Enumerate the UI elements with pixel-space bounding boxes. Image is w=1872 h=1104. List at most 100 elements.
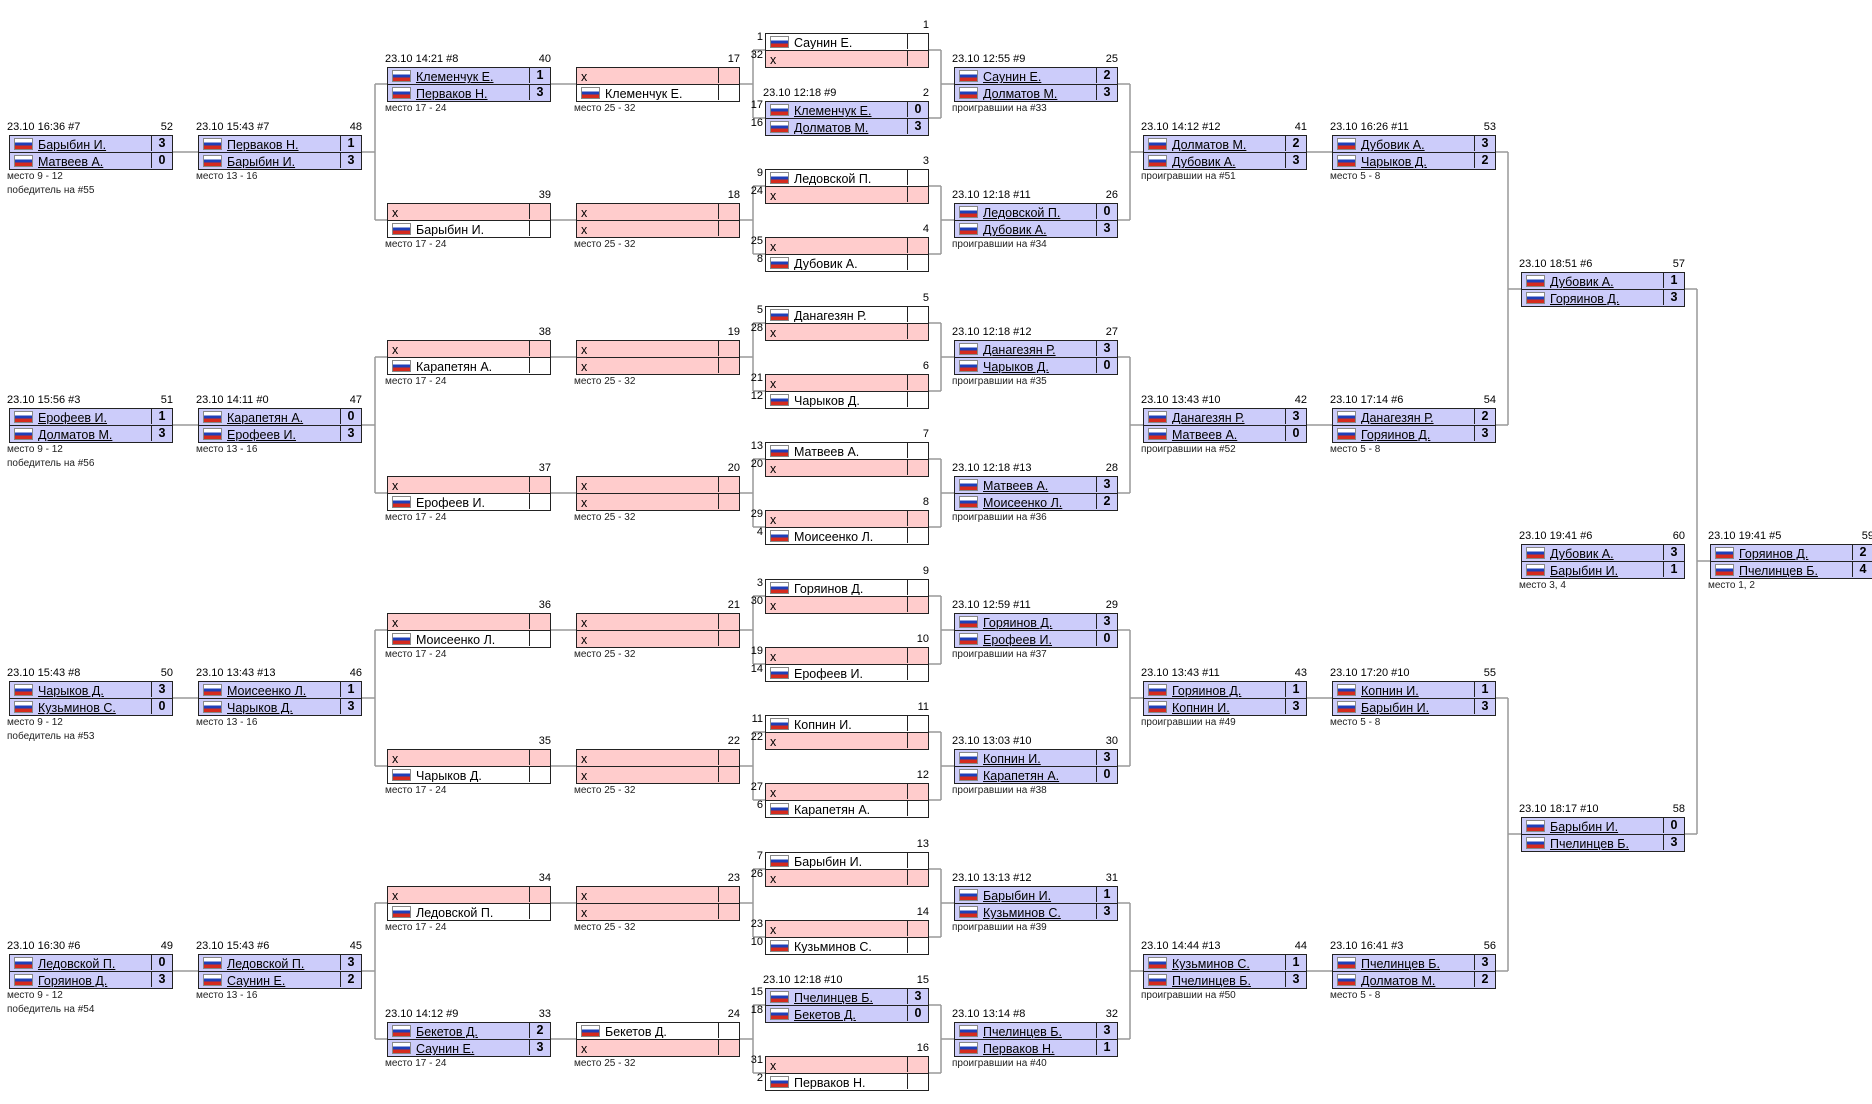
player-row[interactable]: Ерофеев И.3 [198, 425, 362, 443]
player-name[interactable]: Пчелинцев Б. [955, 1023, 1095, 1038]
player-name[interactable]: x [766, 324, 906, 339]
player-name[interactable]: Клеменчук Е. [766, 102, 906, 117]
player-row[interactable]: Барыбин И.3 [1332, 698, 1496, 716]
player-row[interactable]: Чарыков Д.2 [1332, 152, 1496, 170]
player-name[interactable]: Моисеенко Л. [955, 494, 1095, 509]
player-name[interactable]: Копнин И. [955, 750, 1095, 765]
player-name[interactable]: Дубовик А. [1522, 273, 1662, 288]
player-row[interactable]: x [765, 459, 929, 477]
player-row[interactable]: Кузьминов С.1 [1143, 954, 1307, 972]
player-name[interactable]: Перваков Н. [766, 1074, 906, 1089]
player-row[interactable]: Горяинов Д.3 [954, 613, 1118, 631]
player-name[interactable]: Пчелинцев Б. [766, 989, 906, 1004]
player-name[interactable]: Матвеев А. [766, 443, 906, 458]
player-row[interactable]: Ерофеев И. [387, 493, 551, 511]
player-name[interactable]: x [577, 341, 717, 356]
player-name[interactable]: Чарыков Д. [1333, 153, 1473, 168]
player-name[interactable]: Горяинов Д. [1522, 290, 1662, 305]
player-name[interactable]: x [766, 1057, 906, 1072]
player-row[interactable]: Бекетов Д. [576, 1022, 740, 1040]
player-name[interactable]: Карапетян А. [766, 801, 906, 816]
player-name[interactable]: Матвеев А. [1144, 426, 1284, 441]
player-row[interactable]: Горяинов Д.3 [1332, 425, 1496, 443]
player-row[interactable]: x [576, 903, 740, 921]
player-row[interactable]: x [765, 186, 929, 204]
player-name[interactable]: x [388, 614, 528, 629]
player-name[interactable]: Матвеев А. [955, 477, 1095, 492]
player-row[interactable]: x [387, 886, 551, 904]
player-name[interactable]: Моисеенко Л. [766, 528, 906, 543]
player-name[interactable]: x [577, 904, 717, 919]
player-row[interactable]: Саунин Е.2 [198, 971, 362, 989]
player-name[interactable]: Саунин Е. [766, 34, 906, 49]
player-row[interactable]: Горяинов Д.2 [1710, 544, 1872, 562]
player-row[interactable]: x [765, 596, 929, 614]
player-name[interactable]: Чарыков Д. [10, 682, 150, 697]
player-row[interactable]: Ледовской П. [765, 169, 929, 187]
player-row[interactable]: Чарыков Д. [387, 766, 551, 784]
player-row[interactable]: Барыбин И. [765, 852, 929, 870]
player-row[interactable]: x [765, 732, 929, 750]
player-name[interactable]: Барыбин И. [955, 887, 1095, 902]
player-name[interactable]: Барыбин И. [1522, 562, 1662, 577]
player-row[interactable]: Дубовик А.1 [1521, 272, 1685, 290]
player-row[interactable]: x [387, 476, 551, 494]
player-name[interactable]: Перваков Н. [388, 85, 528, 100]
player-row[interactable]: Матвеев А.3 [954, 476, 1118, 494]
player-name[interactable]: x [766, 597, 906, 612]
player-name[interactable]: Кузьминов С. [10, 699, 150, 714]
player-name[interactable]: x [388, 887, 528, 902]
player-row[interactable]: Пчелинцев Б.3 [1143, 971, 1307, 989]
player-row[interactable]: x [765, 374, 929, 392]
player-row[interactable]: Перваков Н.1 [198, 135, 362, 153]
player-name[interactable]: Перваков Н. [199, 136, 339, 151]
player-name[interactable]: Горяинов Д. [1711, 545, 1851, 560]
player-name[interactable]: Барыбин И. [199, 153, 339, 168]
player-row[interactable]: Чарыков Д.0 [954, 357, 1118, 375]
player-name[interactable]: Саунин Е. [388, 1040, 528, 1055]
player-row[interactable]: x [576, 1039, 740, 1057]
player-name[interactable]: Ерофеев И. [766, 665, 906, 680]
player-name[interactable]: Данагезян Р. [955, 341, 1095, 356]
player-name[interactable]: Чарыков Д. [199, 699, 339, 714]
player-name[interactable]: x [577, 358, 717, 373]
player-name[interactable]: Моисеенко Л. [388, 631, 528, 646]
player-row[interactable]: Ледовской П.0 [954, 203, 1118, 221]
player-name[interactable]: Долматов М. [955, 85, 1095, 100]
player-name[interactable]: Ерофеев И. [10, 409, 150, 424]
player-row[interactable]: Данагезян Р.3 [954, 340, 1118, 358]
player-name[interactable]: Горяинов Д. [955, 614, 1095, 629]
player-name[interactable]: Ледовской П. [199, 955, 339, 970]
player-name[interactable]: x [577, 887, 717, 902]
player-row[interactable]: Моисеенко Л.1 [198, 681, 362, 699]
player-name[interactable]: Карапетян А. [955, 767, 1095, 782]
player-name[interactable]: Дубовик А. [1144, 153, 1284, 168]
player-name[interactable]: Барыбин И. [1333, 699, 1473, 714]
player-name[interactable]: x [766, 460, 906, 475]
player-row[interactable]: Пчелинцев Б.3 [1521, 834, 1685, 852]
player-name[interactable]: x [766, 187, 906, 202]
player-row[interactable]: Клеменчук Е. [576, 84, 740, 102]
player-name[interactable]: Карапетян А. [199, 409, 339, 424]
player-row[interactable]: Саунин Е.3 [387, 1039, 551, 1057]
player-row[interactable]: x [387, 203, 551, 221]
